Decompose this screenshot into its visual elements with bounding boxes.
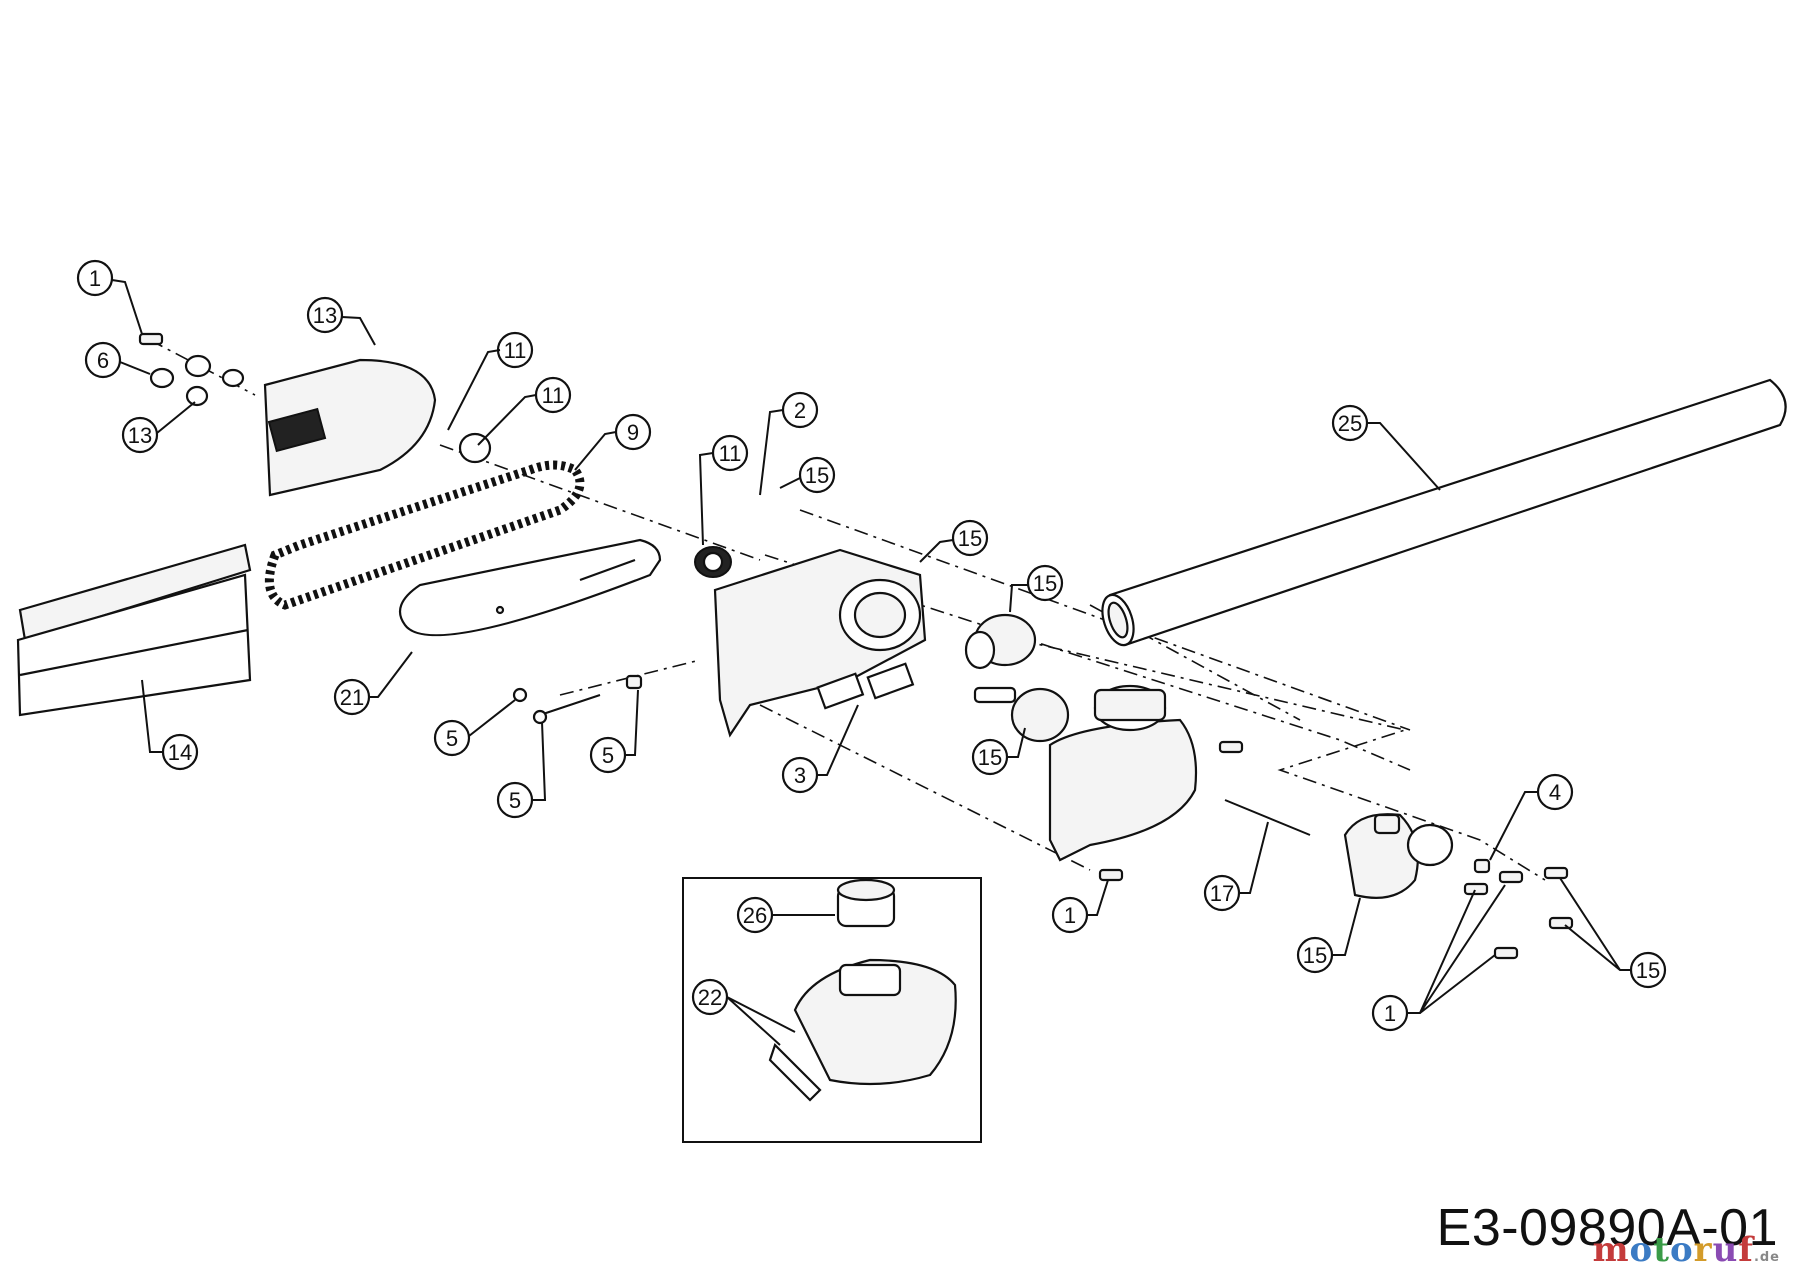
svg-text:15: 15: [1033, 571, 1057, 596]
svg-text:11: 11: [542, 383, 565, 408]
watermark-letter: o: [1669, 1230, 1694, 1270]
svg-text:25: 25: [1338, 411, 1362, 436]
scabbard: [16, 543, 252, 717]
callout-15a: 15: [779, 456, 836, 494]
callout-15c: 15: [1009, 564, 1064, 613]
svg-text:3: 3: [794, 763, 806, 788]
svg-text:1: 1: [1064, 903, 1076, 928]
callout-14: 14: [141, 679, 199, 771]
watermark-letter: t: [1653, 1230, 1670, 1270]
svg-text:9: 9: [627, 420, 639, 445]
svg-text:15: 15: [958, 526, 982, 551]
pin: [1224, 799, 1311, 836]
watermark-letter: m: [1592, 1230, 1630, 1270]
svg-text:15: 15: [978, 745, 1002, 770]
bar-pins: [512, 674, 643, 725]
chain-cover: [263, 358, 437, 497]
svg-text:26: 26: [743, 903, 767, 928]
svg-text:6: 6: [97, 348, 109, 373]
watermark-letter: u: [1712, 1230, 1739, 1270]
svg-text:15: 15: [805, 463, 829, 488]
callout-17: 17: [1203, 821, 1269, 912]
callout-5b: 5: [589, 689, 639, 774]
svg-text:15: 15: [1636, 958, 1660, 983]
svg-text:5: 5: [509, 788, 521, 813]
callout-13a: 13: [306, 296, 376, 346]
callout-3: 3: [781, 704, 859, 794]
callout-22: 22: [691, 978, 796, 1046]
svg-text:1: 1: [89, 266, 101, 291]
callout-6: 6: [84, 341, 151, 379]
callout-26: 26: [736, 896, 835, 934]
gear-housing: [713, 548, 927, 738]
callout-15e: 15: [1296, 897, 1361, 974]
callout-25: 25: [1331, 404, 1441, 491]
svg-text:13: 13: [128, 423, 152, 448]
pole-tube: [1101, 378, 1787, 647]
svg-text:22: 22: [698, 985, 722, 1010]
callout-11a: 11: [447, 331, 534, 431]
callout-4: 4: [1489, 773, 1574, 861]
callout-21: 21: [333, 651, 413, 716]
oil-tank: [1048, 684, 1198, 862]
callout-1a: 1: [76, 259, 143, 335]
callout-15d: 15: [971, 727, 1026, 776]
callout-1c: 1: [1371, 884, 1506, 1032]
watermark-logo: motoruf.de: [1593, 1230, 1780, 1270]
svg-text:5: 5: [602, 743, 614, 768]
svg-text:5: 5: [446, 726, 458, 751]
watermark-letter: r: [1693, 1230, 1713, 1270]
svg-text:2: 2: [794, 398, 806, 423]
saw-chain: [264, 460, 585, 610]
watermark-suffix: .de: [1753, 1250, 1780, 1265]
inset-box: [682, 877, 982, 1143]
hardware-left: [138, 332, 732, 578]
svg-text:1: 1: [1384, 1001, 1396, 1026]
svg-text:13: 13: [313, 303, 337, 328]
callout-5a: 5: [433, 699, 516, 757]
svg-text:21: 21: [340, 685, 364, 710]
callout-2: 2: [759, 391, 819, 496]
callout-11b: 11: [477, 376, 572, 446]
svg-text:11: 11: [719, 441, 742, 466]
svg-text:4: 4: [1549, 780, 1561, 805]
callout-1b: 1: [1051, 879, 1109, 934]
callout-15b: 15: [919, 519, 989, 563]
callouts: 1 6 13 13 11 11 9 11 2 15 15 15 25 14 21…: [76, 259, 1667, 1046]
svg-text:14: 14: [168, 740, 192, 765]
guide-bar: [398, 538, 662, 637]
pole-clamp: [1343, 813, 1454, 899]
callout-9: 9: [574, 413, 652, 471]
watermark-letter: f: [1738, 1230, 1754, 1270]
callout-15f: 15: [1559, 877, 1667, 989]
callout-5c: 5: [496, 721, 547, 819]
watermark-letter: o: [1629, 1230, 1654, 1270]
screws-right: [1098, 740, 1574, 960]
callout-11c: 11: [698, 434, 749, 546]
bearings: [964, 613, 1070, 743]
drawing-code: E3-09890A-01: [1436, 1199, 1778, 1257]
svg-text:15: 15: [1303, 943, 1327, 968]
svg-text:17: 17: [1210, 881, 1234, 906]
svg-text:11: 11: [504, 338, 527, 363]
callout-13b: 13: [121, 401, 196, 454]
